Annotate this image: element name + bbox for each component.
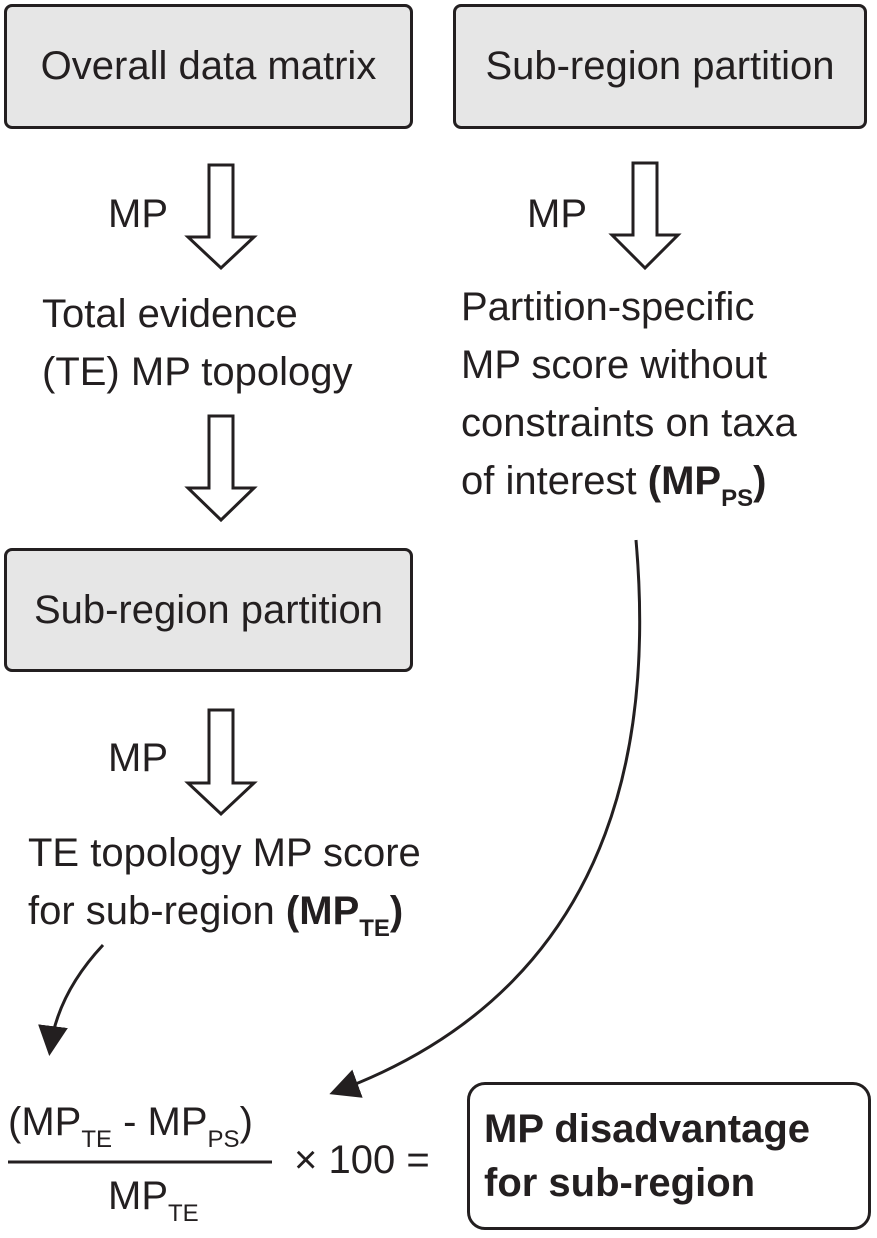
- mp-label-3: MP: [108, 736, 168, 780]
- curved-arrow-left: [38, 943, 105, 1056]
- formula-denominator: MPTE: [108, 1172, 199, 1227]
- mp-disadvantage-line-1: MP disadvantage: [484, 1107, 811, 1151]
- overall-data-matrix-label: Overall data matrix: [40, 44, 377, 88]
- numerator-sub-ps: PS: [207, 1126, 240, 1153]
- subregion-partition-box-top: Sub-region partition: [453, 4, 867, 129]
- mp-ps-open-paren: (: [647, 459, 662, 503]
- numerator-mid: - MP: [112, 1100, 208, 1144]
- te-score-line-1: TE topology MP score: [28, 831, 421, 875]
- te-topology-text: Total evidence (TE) MP topology: [42, 285, 353, 401]
- partition-specific-line-1: Partition-specific: [461, 285, 755, 329]
- partition-specific-line-2: MP score without: [461, 343, 768, 387]
- mp-te-subscript: TE: [359, 915, 390, 942]
- numerator-close: ): [239, 1100, 253, 1144]
- partition-specific-text: Partition-specific MP score without cons…: [461, 278, 797, 516]
- overall-data-matrix-box: Overall data matrix: [4, 4, 413, 129]
- denominator-mp: MP: [108, 1174, 168, 1218]
- mp-te-term: MP: [299, 889, 360, 933]
- subregion-partition-box-mid: Sub-region partition: [4, 548, 413, 672]
- formula-times-100: × 100 =: [294, 1138, 430, 1182]
- partition-specific-line-4: of interest (MPPS): [461, 452, 797, 516]
- partition-specific-prefix: of interest: [461, 459, 648, 503]
- te-topology-line-2: (TE) MP topology: [42, 350, 353, 394]
- mp-disadvantage-line-2: for sub-region: [484, 1161, 756, 1205]
- te-topology-line-1: Total evidence: [42, 292, 298, 336]
- mp-te-close-paren: ): [389, 889, 404, 933]
- mp-ps-term: MP: [661, 459, 722, 503]
- numerator-open: (MP: [8, 1100, 82, 1144]
- mp-ps-subscript: PS: [721, 485, 754, 512]
- curved-arrow-right: [329, 539, 642, 1098]
- hollow-arrow-1: [184, 163, 258, 271]
- partition-specific-line-3: constraints on taxa: [461, 401, 797, 445]
- mp-ps-close-paren: ): [753, 459, 767, 503]
- mp-disadvantage-box: MP disadvantage for sub-region: [467, 1082, 871, 1230]
- hollow-arrow-2: [608, 161, 682, 271]
- numerator-sub-te: TE: [81, 1126, 112, 1153]
- formula-numerator: (MPTE - MPPS): [8, 1098, 253, 1153]
- hollow-arrow-3: [184, 414, 258, 523]
- subregion-partition-label-mid: Sub-region partition: [33, 587, 384, 632]
- te-score-text: TE topology MP score for sub-region (MPT…: [28, 824, 421, 946]
- te-score-prefix: for sub-region: [28, 889, 286, 933]
- te-score-line-2: for sub-region (MPTE): [28, 882, 421, 946]
- denominator-sub-te: TE: [168, 1200, 199, 1227]
- mp-label-2: MP: [527, 192, 587, 236]
- mp-te-open-paren: (: [285, 889, 300, 933]
- mp-label-1: MP: [108, 192, 168, 236]
- hollow-arrow-4: [184, 708, 258, 817]
- subregion-partition-label-top: Sub-region partition: [485, 44, 835, 88]
